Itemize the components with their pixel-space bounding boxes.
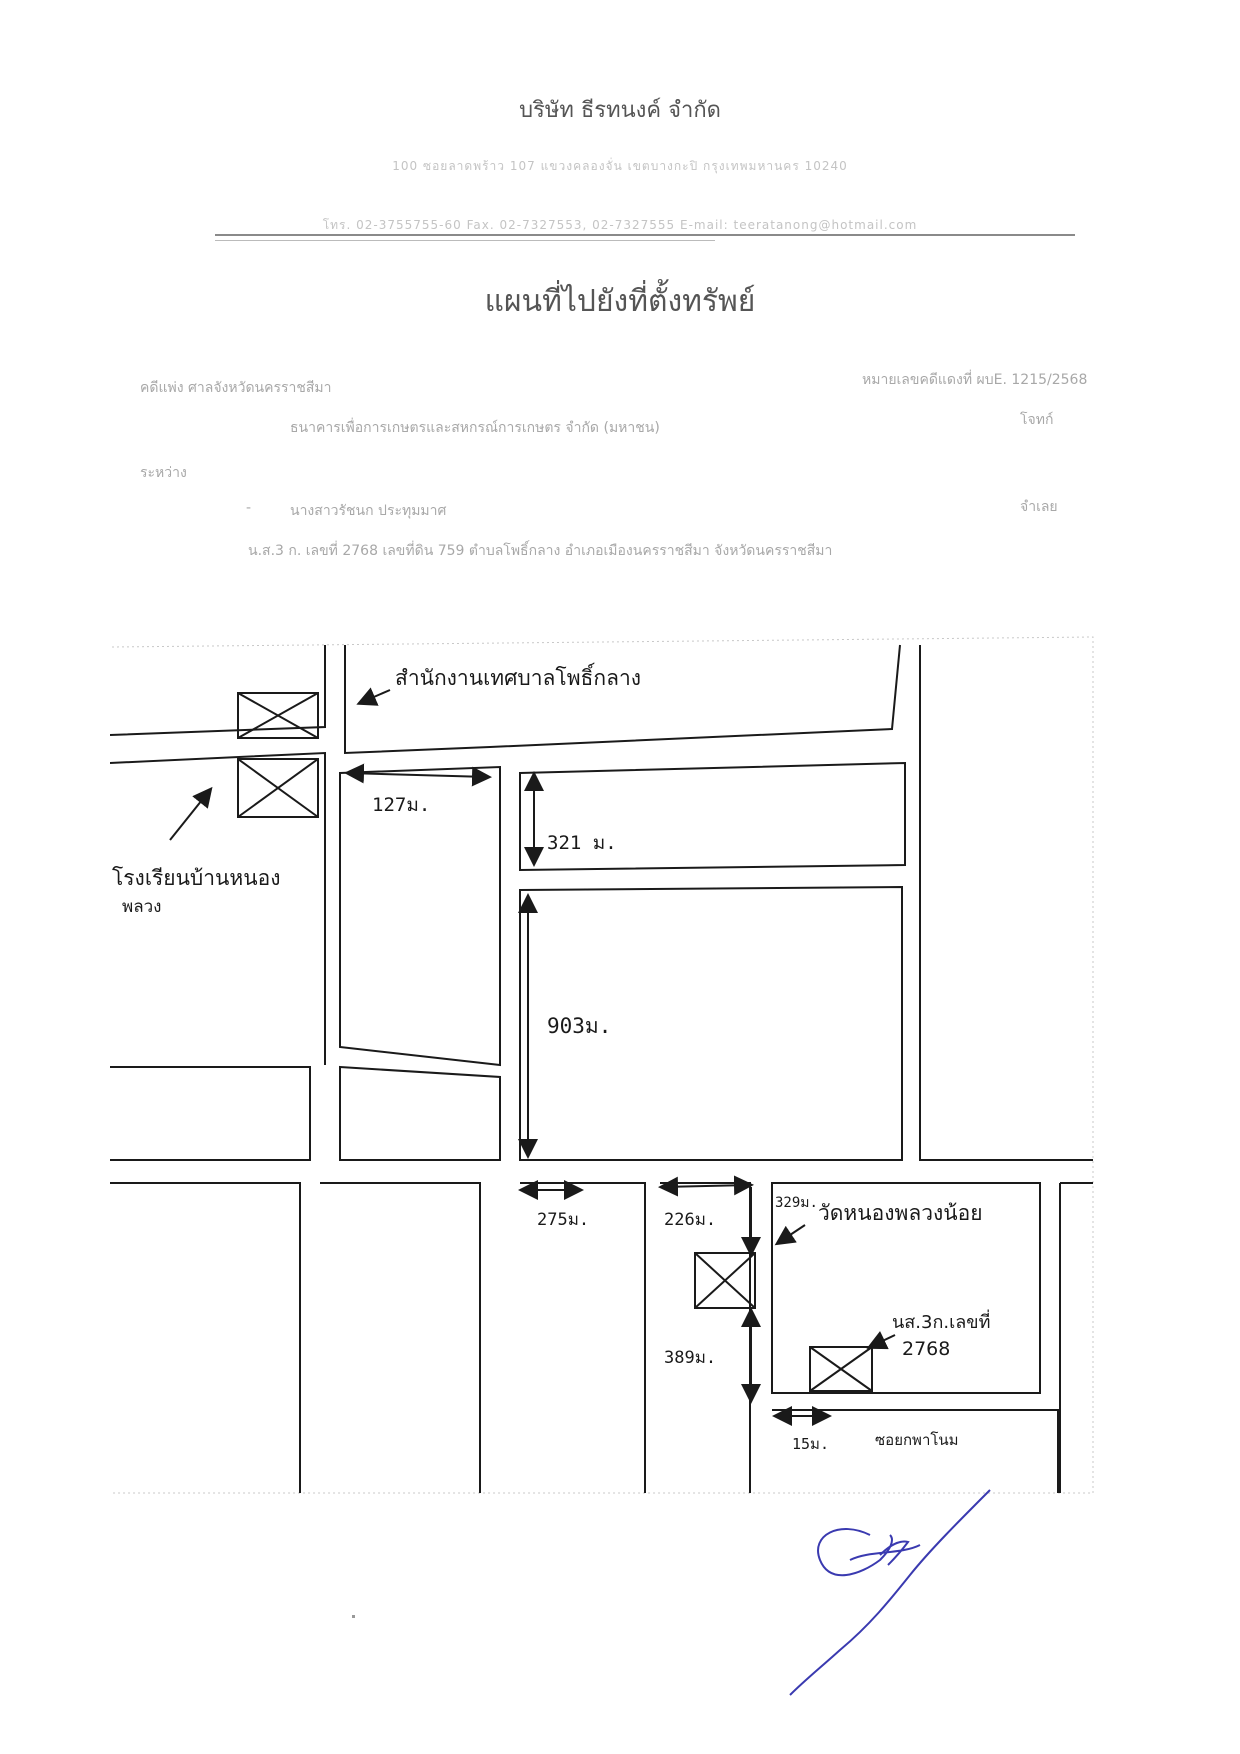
property-parcel-icon [809,1346,873,1392]
between-label: ระหว่าง [140,465,187,481]
defendant-name: นางสาวรัชนก ประทุมมาศ [290,503,447,519]
company-contact: โทร. 02-3755755-60 Fax. 02-7327553, 02-7… [322,218,918,232]
dim-arrow-226 [658,1175,754,1197]
arrow-to-property [866,1331,896,1350]
defendant-prefix: - [246,500,252,516]
defendant-role: จำเลย [1020,499,1058,515]
map-border [111,636,1094,1494]
distance-127: 127ม. [372,794,430,816]
label-school-line1: โรงเรียนบ้านหนอง [112,866,280,890]
stray-dot [352,1615,355,1618]
label-soi: ซอยกพาโนม [875,1431,959,1449]
header-divider [215,234,1075,236]
block-right-top [519,761,906,872]
distance-903: 903ม. [547,1014,611,1038]
document-title: แผนที่ไปยังที่ตั้งทรัพย์ [484,284,756,319]
school-building-icon [237,758,319,818]
label-municipality-office: สำนักงานเทศบาลโพธิ์กลาง [395,662,641,690]
signature-mark [789,1489,991,1696]
company-address: 100 ซอยลาดพร้าว 107 แขวงคลองจั่น เขตบางก… [392,159,848,173]
distance-329: 329ม. [775,1195,818,1211]
block-soi [772,1409,1059,1493]
temple-building-icon [694,1252,756,1309]
arrow-to-temple [774,1224,806,1246]
label-school-line2: พลวง [122,897,161,917]
distance-389: 389ม. [664,1348,716,1368]
block-bottom-2 [320,1182,481,1493]
distance-226: 226ม. [664,1210,716,1230]
block-top-left [110,645,326,736]
road-top [344,644,901,755]
arrow-to-municipality [356,687,391,706]
distance-275: 275ม. [537,1210,589,1230]
block-left-lower [110,1066,311,1161]
dim-arrow-127 [344,763,492,787]
arrow-to-school [169,786,213,841]
block-center-left-lower [339,1065,501,1161]
block-temple [771,1182,1041,1394]
property-line: น.ส.3 ก. เลขที่ 2768 เลขที่ดิน 759 ตำบลโ… [248,543,833,559]
road-right-middle [919,1025,1093,1161]
block-left-upper [110,751,326,1065]
court-label: คดีแพ่ง ศาลจังหวัดนครราชสีมา [140,380,332,396]
company-name: บริษัท ธีรทนงค์ จำกัด [519,98,721,123]
distance-15: 15ม. [792,1435,829,1453]
plaintiff-role: โจทก์ [1020,412,1054,428]
label-temple: วัดหนองพลวงน้อย [818,1201,983,1225]
label-property-line2: 2768 [902,1338,950,1360]
label-property-line1: นส.3ก.เลขที่ [892,1309,990,1333]
plaintiff-name: ธนาคารเพื่อการเกษตรและสหกรณ์การเกษตร จำก… [290,420,660,436]
map-drawing: สำนักงานเทศบาลโพธิ์กลาง โรงเรียนบ้านหนอง… [110,636,1094,1494]
header-divider-thin [215,240,715,241]
block-bottom-1 [110,1182,301,1493]
case-number: หมายเลขคดีแดงที่ ผบE. 1215/2568 [862,372,1088,388]
distance-321: 321 ม. [547,832,617,854]
municipality-building-icon [237,692,319,739]
location-map: สำนักงานเทศบาลโพธิ์กลาง โรงเรียนบ้านหนอง… [110,635,1095,1495]
